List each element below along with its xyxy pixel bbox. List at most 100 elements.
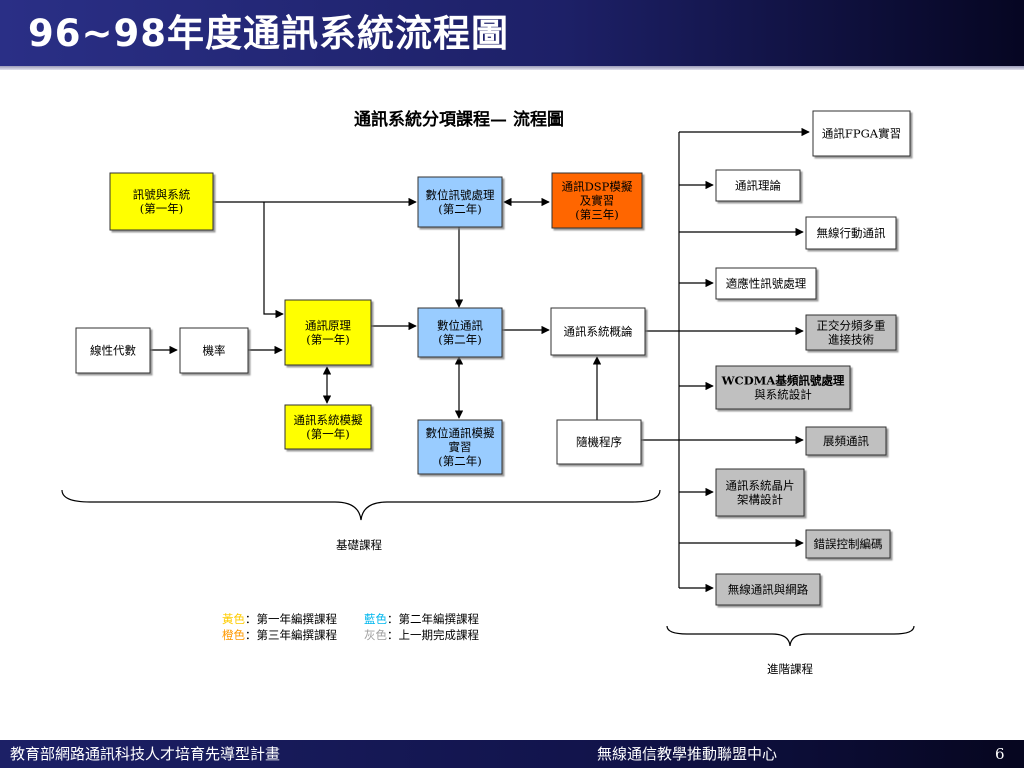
footer-center-name: 無線通信教學推動聯盟中心: [597, 745, 778, 763]
footer-page-number: 6: [995, 745, 1005, 763]
course-box-text: 通訊理論: [735, 179, 781, 193]
course-box-rect: [805, 216, 897, 250]
course-box-digital-comm: 數位通訊(第二年): [417, 307, 503, 358]
advanced-connectors: [641, 127, 810, 593]
course-box-error-control: 錯誤控制編碼: [805, 529, 891, 559]
basic-courses-label: 基礎課程: [336, 538, 382, 552]
legend-blue-desc: ：第二年編撰課程: [387, 612, 479, 626]
course-box-text: WCDMA基頻訊號處理: [721, 374, 845, 388]
course-box-wireless-mobile: 無線行動通訊: [805, 216, 897, 250]
course-box-spread-spectrum: 展頻通訊: [805, 426, 887, 456]
course-box-text: (第二年): [438, 202, 481, 216]
advanced-courses-label: 進階課程: [767, 662, 813, 676]
diagram-title: 通訊系統分項課程— 流程圖: [354, 109, 564, 130]
course-box-comm-theory: 通訊理論: [715, 169, 801, 202]
svg-text:藍色：第二年編撰課程: 藍色：第二年編撰課程: [364, 612, 479, 626]
course-box-text: 通訊系統概論: [564, 325, 633, 339]
course-box-rect: [284, 404, 372, 450]
course-box-linear-algebra: 線性代數: [75, 327, 151, 374]
slide-header: 96~98年度通訊系統流程圖: [0, 0, 1024, 66]
course-box-text: (第一年): [306, 333, 349, 347]
course-box-rect: [551, 172, 643, 229]
course-box-rect: [715, 169, 801, 202]
course-box-text: 線性代數: [90, 344, 136, 358]
course-box-random-process: 隨機程序: [556, 419, 642, 465]
course-box-rect: [715, 365, 851, 410]
course-box-rect: [812, 110, 911, 157]
course-box-adaptive-sp: 適應性訊號處理: [715, 267, 817, 300]
svg-text:灰色：上一期完成課程: 灰色：上一期完成課程: [364, 628, 479, 642]
slide-footer: 教育部網路通訊科技人才培育先導型計畫 無線通信教學推動聯盟中心 6: [0, 740, 1024, 768]
course-box-rect: [109, 172, 214, 231]
course-box-rect: [715, 468, 805, 517]
course-box-text: (第二年): [438, 454, 481, 468]
course-box-text: 無線行動通訊: [817, 226, 886, 240]
course-box-text: 展頻通訊: [823, 434, 869, 448]
course-box-text: 進接技術: [828, 333, 874, 347]
course-box-rect: [805, 529, 891, 559]
course-box-rect: [179, 327, 249, 374]
footer-program-name: 教育部網路通訊科技人才培育先導型計畫: [10, 745, 281, 763]
course-box-text: 與系統設計: [754, 388, 812, 402]
course-boxes: 訊號與系統(第一年)數位訊號處理(第二年)通訊DSP模擬及實習(第三年)線性代數…: [75, 110, 911, 606]
course-box-rect: [715, 267, 817, 300]
course-box-comm-sys-intro: 通訊系統概論: [550, 307, 646, 356]
course-box-text: 無線通訊與網路: [728, 583, 809, 597]
course-box-fpga-lab: 通訊FPGA實習: [812, 110, 911, 157]
svg-text:橙色：第三年編撰課程: 橙色：第三年編撰課程: [222, 628, 337, 642]
svg-text:黃色：第一年編撰課程: 黃色：第一年編撰課程: [222, 612, 337, 626]
course-box-text: 錯誤控制編碼: [814, 537, 883, 551]
legend-orange-desc: ：第三年編撰課程: [245, 628, 337, 642]
course-box-probability: 機率: [179, 327, 249, 374]
advanced-courses-brace: [666, 625, 915, 647]
slide-title: 96~98年度通訊系統流程圖: [28, 12, 509, 55]
course-box-text: 數位訊號處理: [426, 188, 495, 202]
course-box-wireless-net: 無線通訊與網路: [715, 573, 821, 606]
course-box-rect: [805, 314, 897, 351]
arrow-signals-to-principles: [263, 202, 284, 319]
legend-yellow-word: 黃色: [222, 612, 245, 626]
course-box-rect: [417, 419, 503, 475]
course-box-text: (第三年): [575, 208, 618, 222]
course-box-text: 通訊DSP模擬: [562, 180, 633, 194]
course-box-digital-sp: 數位訊號處理(第二年): [417, 176, 503, 228]
course-box-rect: [417, 307, 503, 358]
course-box-text: 數位通訊模擬: [426, 426, 495, 440]
course-box-text: 實習: [449, 440, 472, 454]
course-box-text: 訊號與系統: [133, 188, 191, 202]
course-box-rect: [417, 176, 503, 228]
course-box-rect: [805, 426, 887, 456]
course-box-rect: [550, 307, 646, 356]
course-box-rect: [556, 419, 642, 465]
course-box-text: 隨機程序: [576, 435, 622, 449]
connectors: [150, 197, 602, 420]
legend: 黃色：第一年編撰課程 藍色：第二年編撰課程 橙色：第三年編撰課程 灰色：上一期完…: [222, 612, 479, 642]
course-box-comm-principles: 通訊原理(第一年): [284, 299, 372, 366]
legend-blue-word: 藍色: [364, 612, 387, 626]
course-box-comm-sys-sim: 通訊系統模擬(第一年): [284, 404, 372, 450]
course-box-text: 架構設計: [737, 493, 783, 507]
header-divider: [0, 66, 1024, 70]
course-box-signals-systems: 訊號與系統(第一年): [109, 172, 214, 231]
course-box-text: 正交分頻多重: [817, 319, 886, 333]
course-box-rect: [75, 327, 151, 374]
legend-yellow-desc: ：第一年編撰課程: [245, 612, 337, 626]
basic-courses-brace: [61, 489, 661, 521]
course-box-text: 及實習: [580, 194, 615, 208]
course-box-rect: [284, 299, 372, 366]
course-box-text: 通訊系統晶片: [726, 479, 795, 493]
course-box-text: (第一年): [140, 202, 183, 216]
course-box-text: (第二年): [438, 333, 481, 347]
course-box-text: 機率: [203, 344, 226, 358]
course-box-text: 通訊FPGA實習: [822, 127, 901, 141]
course-box-text: 通訊系統模擬: [294, 413, 363, 427]
legend-gray-desc: ：上一期完成課程: [387, 628, 479, 642]
course-box-rect: [715, 573, 821, 606]
course-box-text: 數位通訊: [437, 319, 483, 333]
course-box-text: (第一年): [306, 427, 349, 441]
